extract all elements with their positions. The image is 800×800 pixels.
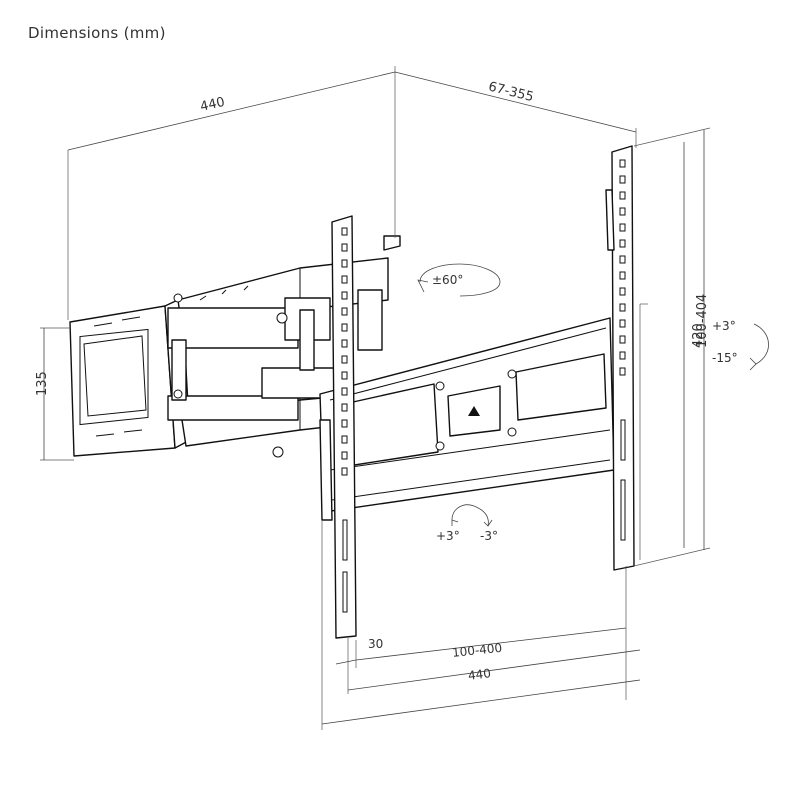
bottom-width-label: 440: [467, 666, 491, 683]
level-plus-label: +3°: [436, 529, 460, 543]
level-minus-label: -3°: [480, 529, 498, 543]
tilt-up-label: +3°: [712, 319, 736, 333]
tilt-down-label: -15°: [712, 351, 738, 365]
swivel-label: ±60°: [432, 273, 463, 287]
dimension-lines: [40, 66, 711, 730]
diagram-title: Dimensions (mm): [28, 24, 166, 42]
top-width-label: 440: [199, 95, 227, 115]
swing-arms: [167, 289, 383, 458]
plate-height-label: 135: [35, 371, 50, 396]
rotation-arrows: [417, 263, 769, 527]
vesa-vertical-label: 100-404: [695, 294, 710, 348]
left-rail: [319, 215, 357, 639]
horizontal-bracket: [319, 317, 615, 513]
rail-height-label: 420: [691, 323, 706, 348]
offset-label: 30: [368, 637, 383, 651]
vesa-horizontal-label: 100-400: [451, 641, 502, 660]
